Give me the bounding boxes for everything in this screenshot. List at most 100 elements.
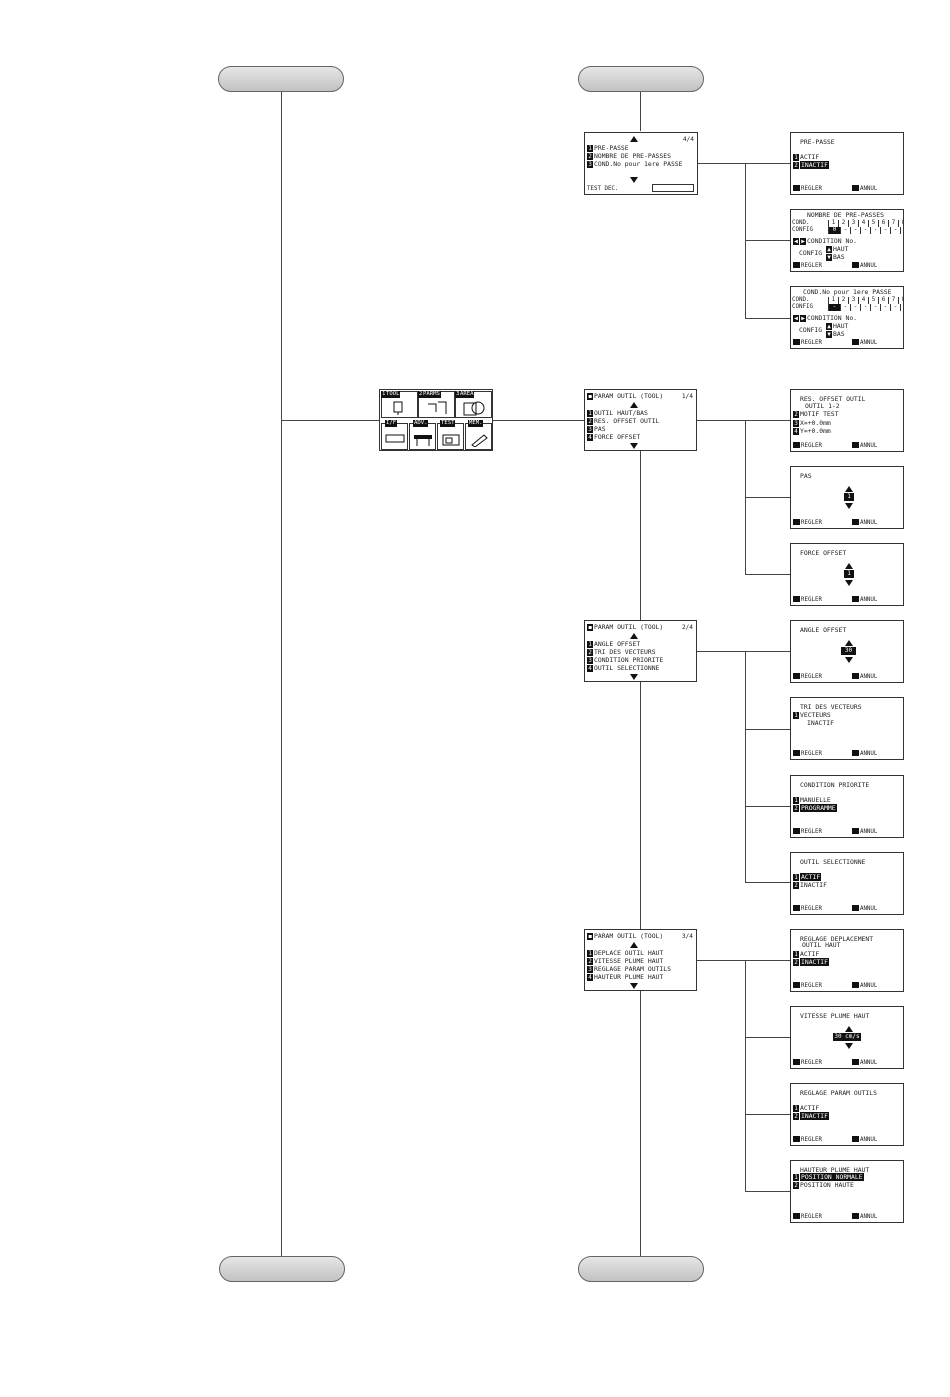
regler-button[interactable]: REGLER [793,982,822,989]
annul-button[interactable]: ANNUL [851,442,877,449]
annul-button[interactable]: ANNUL [851,828,877,835]
regler-button[interactable]: REGLER [793,1136,822,1143]
regler-button[interactable]: REGLER [793,442,822,449]
scroll-down-icon[interactable] [630,177,638,183]
scroll-down-icon[interactable] [630,674,638,680]
regler-button[interactable]: REGLER [793,1213,822,1220]
regler-button[interactable]: REGLER [793,828,822,835]
annul-button[interactable]: ANNUL [851,262,877,269]
increase-icon[interactable] [845,563,853,569]
haut-option[interactable]: ▲HAUT [826,245,849,253]
regler-button[interactable]: REGLER [793,185,822,192]
pas-value[interactable]: 1 [844,493,854,501]
decrease-icon[interactable] [845,1043,853,1049]
regler-button[interactable]: REGLER [793,262,822,269]
annul-button[interactable]: ANNUL [851,750,877,757]
decrease-icon[interactable] [845,503,853,509]
scroll-up-icon[interactable] [630,136,638,142]
annul-button[interactable]: ANNUL [851,339,877,346]
annul-button[interactable]: ANNUL [851,596,877,603]
main-menu-screen[interactable]: TOOL PARMS AREA 1 2 3 I/F ADV. TEST MEM. [379,389,493,451]
annul-button[interactable]: ANNUL [851,905,877,912]
angle-value[interactable]: 30 [841,647,856,655]
haut-option[interactable]: ▲HAUT [826,322,849,330]
force-value[interactable]: 1 [844,570,854,578]
scroll-up-icon[interactable] [630,942,638,948]
regler-button[interactable]: REGLER [793,905,822,912]
regler-button[interactable]: REGLER [793,596,822,603]
condno-screen[interactable]: COND.No pour 1ere PASSE COND.12345678 CO… [790,286,904,349]
annul-button[interactable]: ANNUL [851,982,877,989]
scroll-up-icon[interactable] [630,402,638,408]
increase-icon[interactable] [845,1026,853,1032]
regler-button[interactable]: REGLER [793,673,822,680]
annul-button[interactable]: ANNUL [851,1136,877,1143]
nombre-prepasses-screen[interactable]: NOMBRE DE PRE-PASSES COND.12345678 CONFI… [790,209,904,272]
regler-button[interactable]: REGLER [793,339,822,346]
nav-arrows-icon[interactable] [652,184,694,192]
regler-button[interactable]: REGLER [793,750,822,757]
annul-button[interactable]: ANNUL [851,519,877,526]
decrease-icon[interactable] [845,580,853,586]
regler-button[interactable]: REGLER [793,1059,822,1066]
decrease-icon[interactable] [845,657,853,663]
scroll-up-icon[interactable] [630,633,638,639]
annul-button[interactable]: ANNUL [851,185,877,192]
mem-tile[interactable] [465,423,492,450]
vitesse-value[interactable]: 30 cm/s [833,1033,861,1041]
scroll-down-icon[interactable] [630,983,638,989]
annul-button[interactable]: ANNUL [851,673,877,680]
scroll-down-icon[interactable] [630,443,638,449]
increase-icon[interactable] [845,486,853,492]
annul-button[interactable]: ANNUL [851,1059,877,1066]
increase-icon[interactable] [845,640,853,646]
annul-button[interactable]: ANNUL [851,1213,877,1220]
